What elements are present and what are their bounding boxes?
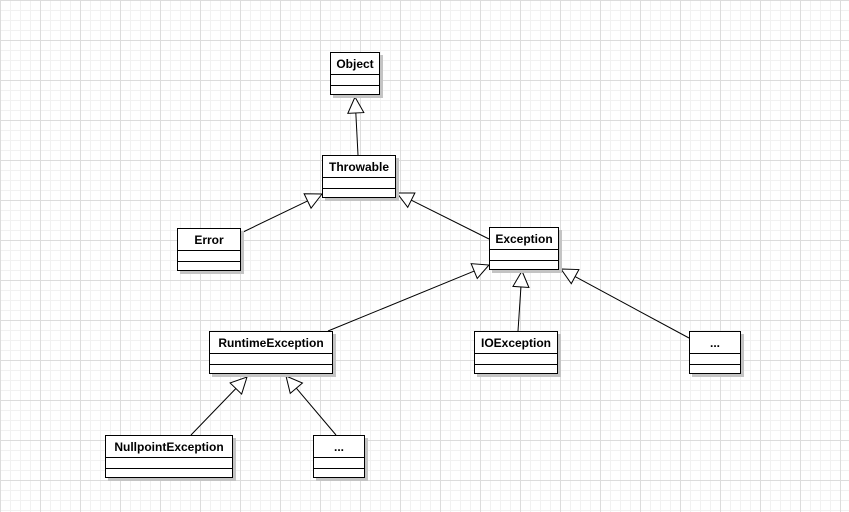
class-attributes bbox=[490, 250, 558, 261]
hollow-arrowhead bbox=[560, 268, 580, 285]
class-runtime-more[interactable]: ... bbox=[313, 435, 365, 478]
class-error[interactable]: Error bbox=[177, 228, 241, 271]
class-name: RuntimeException bbox=[210, 332, 332, 354]
class-operations bbox=[314, 469, 364, 479]
class-attributes bbox=[323, 178, 395, 189]
hollow-arrowhead bbox=[396, 192, 416, 209]
class-attributes bbox=[106, 458, 232, 469]
class-name: Exception bbox=[490, 228, 558, 250]
class-operations bbox=[331, 86, 379, 96]
class-attributes bbox=[475, 354, 557, 365]
generalization-line bbox=[517, 286, 522, 332]
class-nullpoint-exception[interactable]: NullpointException bbox=[105, 435, 233, 478]
class-operations bbox=[690, 365, 740, 375]
class-name: Throwable bbox=[323, 156, 395, 178]
class-name: ... bbox=[314, 436, 364, 458]
class-throwable[interactable]: Throwable bbox=[322, 155, 396, 198]
generalization-line bbox=[574, 276, 690, 339]
class-attributes bbox=[178, 251, 240, 262]
class-io-exception[interactable]: IOException bbox=[474, 331, 558, 374]
class-attributes bbox=[314, 458, 364, 469]
class-name: Error bbox=[178, 229, 240, 251]
class-attributes bbox=[210, 354, 332, 365]
class-name: ... bbox=[690, 332, 740, 354]
generalization-line bbox=[240, 200, 308, 234]
class-operations bbox=[323, 189, 395, 199]
class-operations bbox=[475, 365, 557, 375]
class-operations bbox=[178, 262, 240, 272]
class-operations bbox=[490, 261, 558, 271]
class-object[interactable]: Object bbox=[330, 52, 380, 95]
generalization-line bbox=[295, 387, 337, 436]
class-runtime-exception[interactable]: RuntimeException bbox=[209, 331, 333, 374]
generalization-line bbox=[190, 388, 237, 436]
hollow-arrowhead bbox=[512, 269, 530, 289]
hollow-arrowhead bbox=[229, 376, 248, 395]
class-operations bbox=[106, 469, 232, 479]
hollow-arrowhead bbox=[470, 263, 491, 280]
class-name: IOException bbox=[475, 332, 557, 354]
class-operations bbox=[210, 365, 332, 375]
class-name: Object bbox=[331, 53, 379, 75]
class-exception-more[interactable]: ... bbox=[689, 331, 741, 374]
generalization-line bbox=[327, 270, 475, 332]
hollow-arrowhead bbox=[347, 95, 365, 114]
class-exception[interactable]: Exception bbox=[489, 227, 559, 270]
class-attributes bbox=[690, 354, 740, 365]
generalization-line bbox=[355, 112, 359, 156]
hollow-arrowhead bbox=[285, 375, 304, 395]
class-name: NullpointException bbox=[106, 436, 232, 458]
generalization-line bbox=[411, 199, 490, 240]
class-attributes bbox=[331, 75, 379, 86]
hollow-arrowhead bbox=[303, 193, 324, 210]
